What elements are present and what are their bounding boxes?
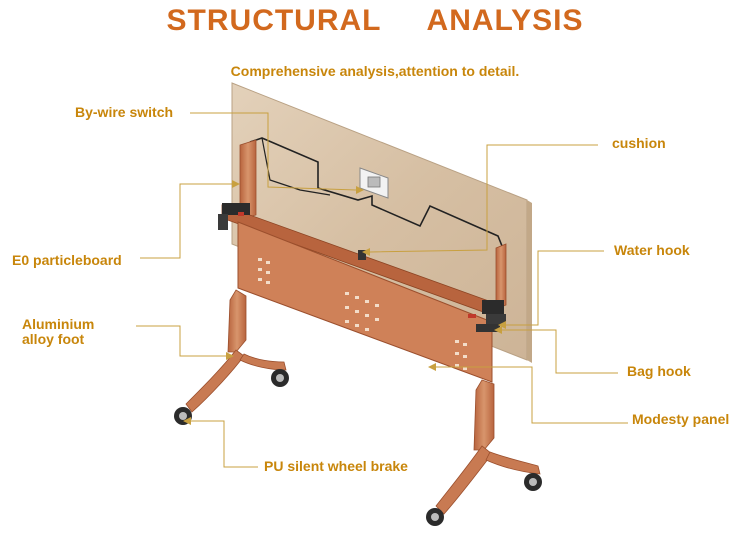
leader-water-hook <box>506 250 604 326</box>
wheel-left-back <box>271 369 289 387</box>
label-cushion: cushion <box>612 135 666 151</box>
right-foot-back <box>485 451 541 475</box>
label-aluminium-foot-line1: Aluminium <box>22 316 95 332</box>
arrow-e0-particleboard <box>232 180 240 188</box>
page-subtitle: Comprehensive analysis,attention to deta… <box>230 63 520 79</box>
leader-cushion <box>369 144 598 253</box>
right-foot-front <box>435 445 493 515</box>
leader-bag-hook <box>502 329 618 374</box>
arrow-by-wire-switch <box>356 186 364 194</box>
left-foot-back <box>239 353 287 371</box>
leader-modesty-panel <box>436 366 628 424</box>
left-bracket-red <box>238 212 244 216</box>
left-foot-front <box>185 349 245 413</box>
label-water-hook: Water hook <box>614 242 690 258</box>
left-bracket <box>222 203 250 215</box>
water-hook-part <box>486 314 506 326</box>
right-leg <box>473 379 495 451</box>
arrow-modesty-panel <box>428 363 436 371</box>
label-modesty-panel: Modesty panel <box>632 411 730 427</box>
modesty-panel-holes <box>258 258 467 370</box>
switch-button <box>367 176 381 188</box>
left-bracket-hook <box>218 214 228 230</box>
label-pu-wheel-brake: PU silent wheel brake <box>264 458 408 474</box>
leader-aluminium-foot <box>136 325 226 357</box>
arrow-pu-wheel <box>183 417 191 425</box>
label-aluminium-foot-line2: alloy foot <box>22 331 85 347</box>
page-title: STRUCTURAL ANALYSIS <box>166 4 584 37</box>
wheel-right-back <box>524 473 542 491</box>
arrow-aluminium-foot <box>226 352 234 360</box>
bag-hook-part <box>476 324 500 332</box>
arrow-cushion <box>362 248 370 256</box>
wiring-cable <box>249 137 503 247</box>
wiring-cable-return <box>261 137 331 196</box>
arrow-water-hook <box>498 321 506 329</box>
cushion-block <box>358 250 366 260</box>
left-leg <box>227 289 247 353</box>
right-bracket-red <box>468 314 476 318</box>
right-upright <box>495 243 507 310</box>
wheel-right-front <box>426 508 444 526</box>
right-bracket <box>482 300 504 314</box>
left-upright <box>239 139 257 220</box>
label-bag-hook: Bag hook <box>627 363 691 379</box>
label-by-wire-switch: By-wire switch <box>75 104 174 120</box>
leader-pu-wheel <box>191 420 258 468</box>
leader-e0-particleboard <box>140 183 232 259</box>
arrow-bag-hook <box>494 326 502 334</box>
tabletop-edge <box>527 200 532 363</box>
label-e0-particleboard: E0 particleboard <box>12 252 122 268</box>
leader-by-wire-switch <box>190 112 357 191</box>
